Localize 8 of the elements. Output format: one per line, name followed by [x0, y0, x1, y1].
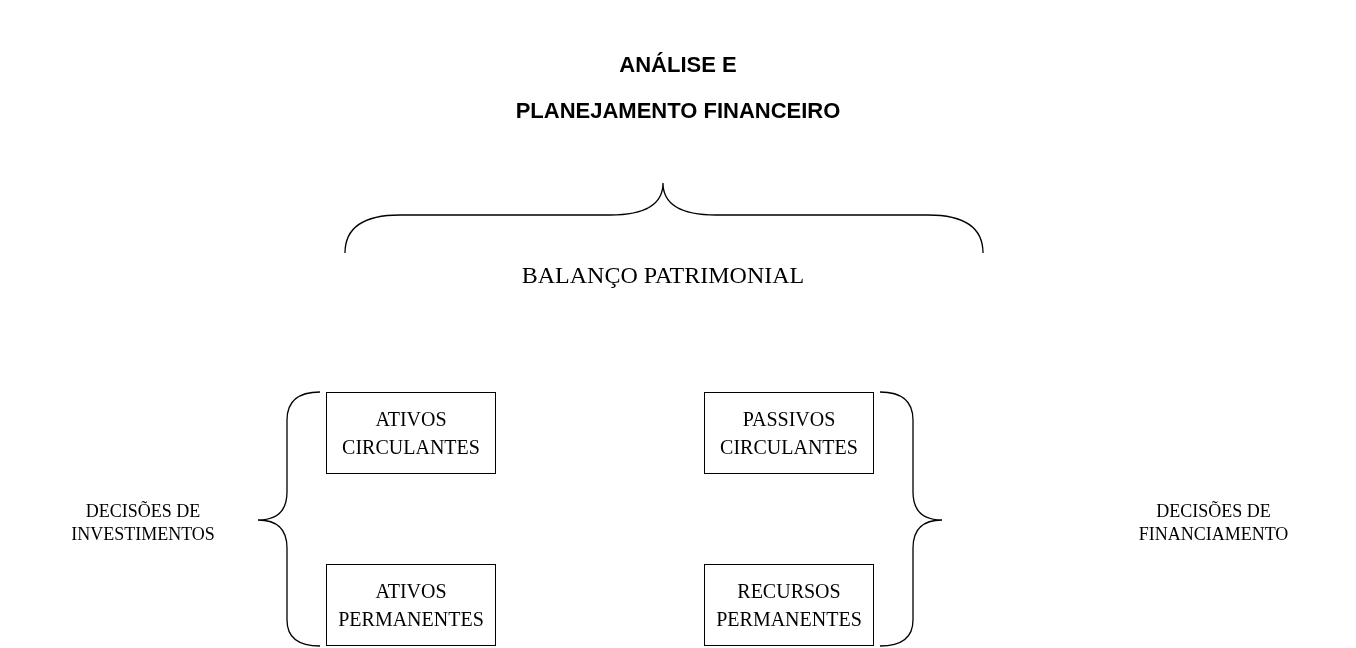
account-box: PASSIVOS CIRCULANTES: [704, 392, 874, 474]
title: ANÁLISE E PLANEJAMENTO FINANCEIRO: [514, 51, 842, 125]
account-box: ATIVOS CIRCULANTES: [326, 392, 496, 474]
section-heading: BALANÇO PATRIMONIAL: [520, 261, 806, 290]
side-label: DECISÕES DE FINANCIAMENTO: [1137, 500, 1290, 545]
account-box: RECURSOS PERMANENTES: [704, 564, 874, 646]
side-label: DECISÕES DE INVESTIMENTOS: [70, 500, 216, 545]
account-box: ATIVOS PERMANENTES: [326, 564, 496, 646]
